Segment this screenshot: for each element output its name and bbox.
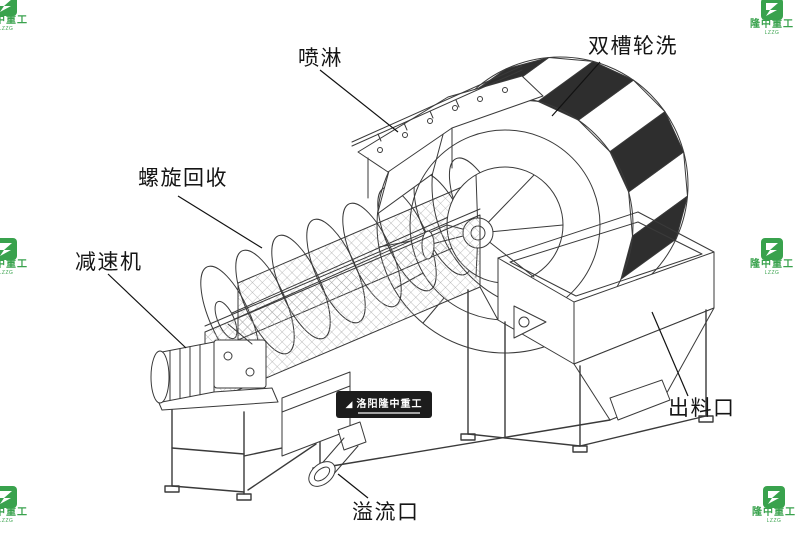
watermark: 隆中重工 LZZG [740,238,800,276]
watermark: 隆中重工 LZZG [742,486,800,524]
watermark: 隆中重工 LZZG [0,486,38,524]
label-overflow: 溢流口 [352,501,420,524]
machine-nameplate: ◢ 洛阳隆中重工 [336,391,432,418]
brand-logo-icon [761,238,783,260]
brand-logo-icon [0,486,17,508]
brand-logo-icon [0,238,17,260]
label-spiral-recovery: 螺旋回收 [138,167,228,190]
label-discharge: 出料口 [668,397,736,420]
watermark: 隆中重工 LZZG [0,238,38,276]
nameplate-subline [358,412,421,414]
brand-logo-icon [761,0,783,20]
watermark: 隆中重工 LZZG [0,0,38,32]
label-spray: 喷淋 [298,47,343,70]
brand-logo-icon [0,0,17,16]
label-double-trough: 双槽轮洗 [588,35,678,58]
leader-lines [107,61,689,499]
watermark: 隆中重工 LZZG [740,0,800,36]
nameplate-logo-icon: ◢ [345,399,353,409]
label-reducer: 减速机 [75,251,143,274]
brand-logo-icon [763,486,785,508]
nameplate-brand: 洛阳隆中重工 [356,399,423,410]
